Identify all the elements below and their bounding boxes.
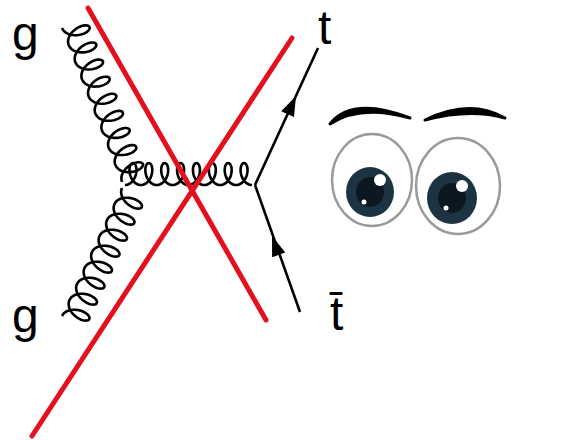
particle-label: t̄: [330, 290, 343, 338]
eye-white: [332, 134, 412, 226]
eye-highlight: [374, 174, 386, 186]
particle-label: g: [12, 292, 39, 340]
gluon-line: [62, 188, 142, 321]
top-quark-line: [255, 48, 318, 185]
fermion-arrow: [281, 96, 296, 117]
worried-eyes: [330, 108, 505, 234]
eye-highlight: [444, 206, 449, 211]
pupil: [346, 167, 394, 217]
eye-highlight: [362, 200, 367, 205]
particle-label: g: [12, 10, 39, 58]
cross-out-stroke: [32, 38, 292, 436]
fermion-arrow: [272, 236, 285, 257]
cross-out-stroke: [88, 8, 266, 320]
particle-label: t: [318, 4, 331, 52]
eyebrow: [425, 108, 505, 120]
eye-white: [416, 138, 500, 234]
gluon-line: [62, 25, 143, 182]
pupil: [427, 172, 477, 224]
antitop-quark-line: [255, 185, 300, 312]
eye-highlight: [456, 180, 468, 192]
eyebrow: [330, 108, 410, 124]
